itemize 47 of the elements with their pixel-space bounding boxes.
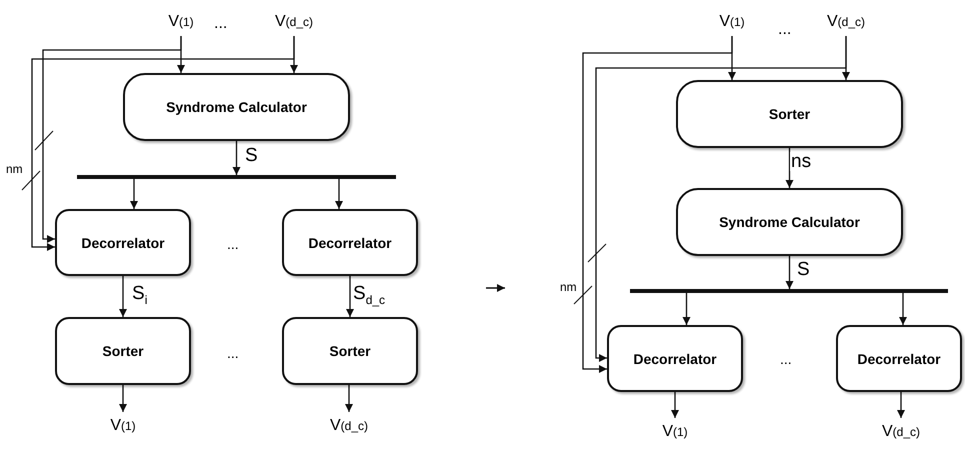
arrow [335,179,343,209]
ellipsis: ... [227,237,239,251]
arrow [345,385,353,412]
bus-width-label: nm [560,281,577,293]
box-title: Sorter [102,343,144,359]
box-title: Decorrelator [633,350,717,366]
arrow [346,276,354,317]
arrow [786,256,794,289]
ellipsis: ... [214,16,228,32]
bus-width-label: nm [6,163,23,175]
process-box [282,317,418,385]
ellipsis: ... [227,346,239,360]
box-title: Decorrelator [857,350,941,366]
edge-label: S$_{d_c}$ [352,284,386,306]
process-box [676,188,903,256]
arrow [899,293,907,325]
arrow [671,392,679,418]
process-box [676,80,903,148]
arrow [232,141,240,175]
bus-bar [630,289,948,293]
box-title: Decorrelator [81,234,165,250]
arrow [595,36,847,362]
edge-label: S$_{i}$ [131,284,148,306]
arrow [786,148,794,188]
process-box [55,209,191,276]
bus-bar [77,175,396,179]
arrow [582,36,733,373]
arrow [130,179,138,209]
box-title: Sorter [329,343,371,359]
box-title: Syndrome Calculator [166,99,307,115]
ellipsis: ... [778,22,792,38]
process-box [607,325,743,392]
box-title: Decorrelator [308,234,392,250]
arrow [31,36,295,251]
box-title: Sorter [768,106,810,122]
ellipsis: ... [780,352,792,366]
edge-label: ns [790,152,812,171]
process-box [282,209,418,276]
arrow [897,392,905,418]
process-box [123,73,350,141]
arrow [42,36,182,243]
arrow [119,276,127,317]
arrow [119,385,127,412]
box-title: Syndrome Calculator [719,214,860,230]
arrow [682,293,690,325]
process-box [836,325,962,392]
process-box [55,317,191,385]
